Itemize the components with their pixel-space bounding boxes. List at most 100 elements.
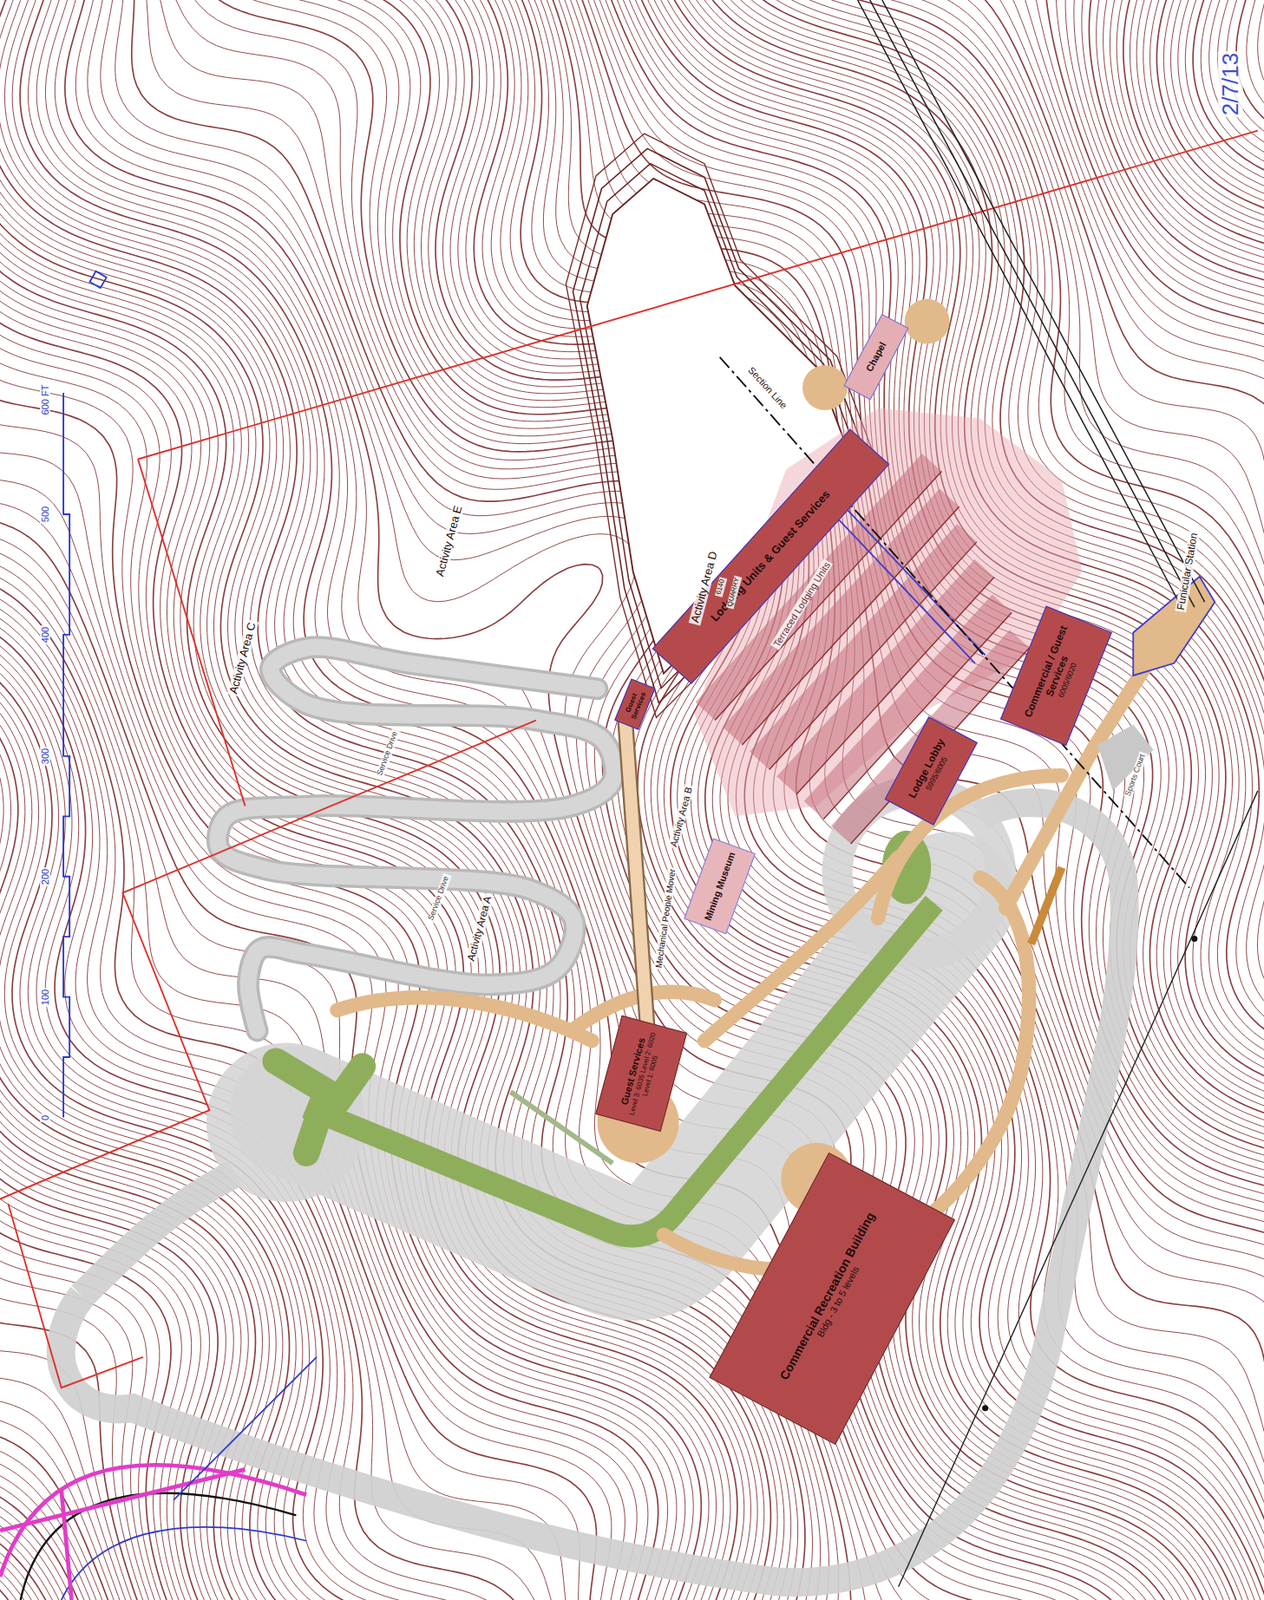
contour-line: [1116, 0, 1264, 257]
contour-line: [1074, 0, 1264, 303]
contour-line: [1150, 0, 1264, 223]
contour-line: [482, 0, 1264, 1559]
building-name: Commercial Recreation Building: [777, 1210, 878, 1383]
contour-line: [65, 0, 1264, 1600]
contour-line: [36, 0, 1264, 1600]
contour-line: [27, 0, 1264, 1600]
contour-line: [204, 0, 1264, 1600]
contour-line: [635, 0, 1264, 1121]
contour-line: [536, 0, 1264, 1271]
contour-line: [1065, 0, 1264, 312]
contour-line: [648, 0, 1264, 1107]
track-line: [870, 0, 1195, 608]
boundary-line: [8, 1204, 144, 1389]
contour-line: [186, 0, 1264, 1600]
people-mover: [624, 714, 649, 1057]
scale-bar: [63, 392, 70, 1118]
walkway: [336, 997, 592, 1042]
building-name: Mining Museum: [702, 850, 738, 922]
area-label: Activity Area E: [433, 502, 466, 580]
ring-road: [81, 1173, 235, 1297]
track-line: [882, 0, 1206, 603]
road-edge: [173, 1357, 317, 1501]
funicular-track: [857, 0, 1206, 613]
chapel-building: Chapel: [843, 314, 909, 401]
contour-line: [1007, 0, 1264, 373]
scale-number: 300: [39, 746, 51, 767]
contour-line: [157, 0, 1264, 1600]
contour-line: [100, 0, 1264, 1600]
terrace-band: [840, 639, 1020, 836]
boundary-line: [0, 720, 537, 1200]
contour-line: [87, 0, 1264, 1600]
contour-line: [1136, 0, 1264, 236]
contour-line: [1045, 0, 1264, 332]
terrace-edge: [823, 612, 1012, 819]
contour-line: [380, 0, 1264, 1600]
contour-line: [115, 0, 1264, 1600]
contour-line: [1257, 0, 1264, 109]
plaza: [904, 299, 950, 345]
road-edge: [61, 1527, 307, 1600]
landscape-island: [275, 1061, 363, 1154]
contour-line: [54, 0, 1264, 1600]
contour-line: [1088, 0, 1264, 287]
contour-line: [1163, 0, 1264, 210]
contour-line: [1209, 0, 1264, 164]
contour-line: [131, 0, 1264, 1600]
road-edge: [0, 1469, 245, 1600]
contour-line: [4, 0, 1264, 1600]
